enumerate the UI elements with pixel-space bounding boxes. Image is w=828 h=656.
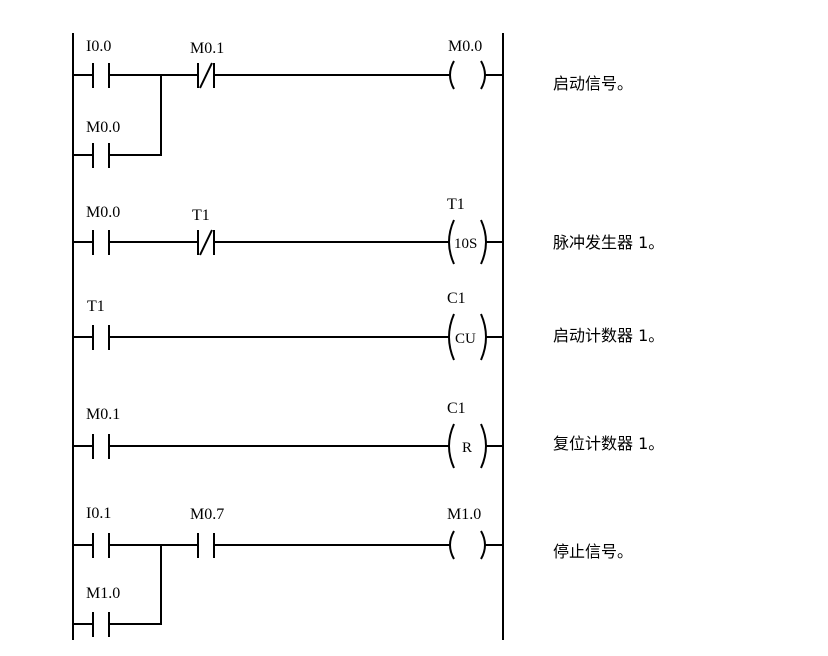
coil-label: T1 bbox=[447, 196, 465, 213]
branch-label: M1.0 bbox=[86, 585, 120, 602]
branch-contact-m0-0 bbox=[92, 143, 110, 168]
contact-i0-1 bbox=[92, 533, 110, 558]
coil-label: M0.0 bbox=[448, 38, 482, 55]
rung-4: M0.1 C1 R bbox=[73, 400, 503, 469]
contact-m0-7 bbox=[197, 533, 215, 558]
rung-2: M0.0 T1 T1 10S bbox=[73, 196, 503, 265]
contact-label: T1 bbox=[87, 298, 105, 315]
contact-label: M0.1 bbox=[86, 406, 120, 423]
reset-input: R bbox=[462, 440, 472, 456]
contact-t1-nc bbox=[197, 229, 215, 256]
rung-comment: 停止信号。 bbox=[553, 542, 633, 561]
coil-m0-0 bbox=[449, 60, 486, 90]
contact-label: I0.1 bbox=[86, 505, 111, 522]
coil-m1-0 bbox=[449, 530, 486, 560]
coil-label: M1.0 bbox=[447, 506, 481, 523]
contact-label: M0.1 bbox=[190, 40, 224, 57]
contact-label: M0.0 bbox=[86, 204, 120, 221]
rung-5: I0.1 M0.7 M1.0 M1.0 bbox=[73, 505, 503, 637]
contact-label: M0.7 bbox=[190, 506, 224, 523]
coil-label: C1 bbox=[447, 290, 466, 307]
contact-m0-0 bbox=[92, 230, 110, 255]
contact-t1 bbox=[92, 325, 110, 350]
contact-m0-1-nc bbox=[197, 62, 215, 89]
rung-comment: 脉冲发生器 1。 bbox=[553, 233, 664, 252]
contact-m0-1 bbox=[92, 434, 110, 459]
rung-comment: 复位计数器 1。 bbox=[553, 434, 664, 453]
contact-label: T1 bbox=[192, 207, 210, 224]
coil-label: C1 bbox=[447, 400, 466, 417]
branch-label: M0.0 bbox=[86, 119, 120, 136]
timer-preset: 10S bbox=[454, 236, 477, 252]
rung-comment: 启动计数器 1。 bbox=[553, 326, 664, 345]
rung-comment: 启动信号。 bbox=[553, 74, 633, 93]
rung-1: I0.0 M0.1 M0.0 M0.0 bbox=[73, 38, 503, 168]
rung-3: T1 C1 CU bbox=[73, 290, 503, 361]
contact-label: I0.0 bbox=[86, 38, 111, 55]
contact-i0-0 bbox=[92, 63, 110, 88]
branch-contact-m1-0 bbox=[92, 612, 110, 637]
counter-input: CU bbox=[455, 331, 476, 347]
